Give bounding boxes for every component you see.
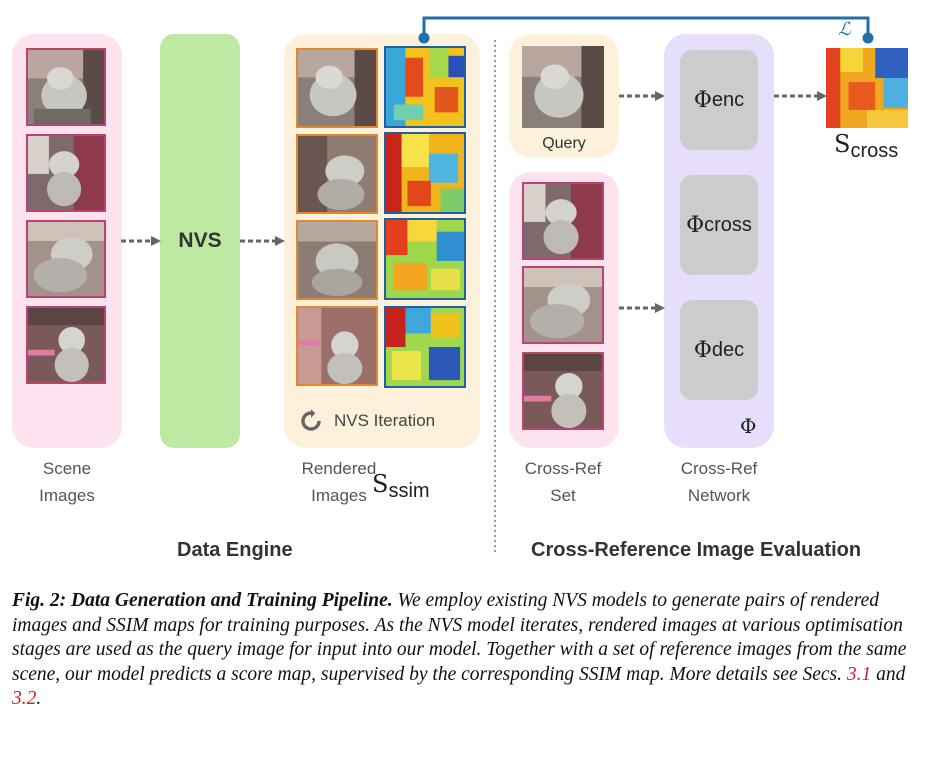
cross-ref-image [522, 352, 604, 430]
refresh-icon [301, 409, 321, 431]
query-label: Query [542, 135, 586, 152]
ssim-map [384, 306, 466, 388]
phi-network-symbol: Φ [740, 414, 757, 438]
ref-link-3-1[interactable]: 3.1 [846, 663, 872, 685]
caption-title: Fig. 2: Data Generation and Training Pip… [12, 590, 393, 611]
rendered-image [296, 220, 378, 300]
rendered-image [296, 48, 378, 128]
ssim-map [384, 46, 466, 128]
nvs-iteration: NVS Iteration [298, 408, 435, 434]
cross-ref-image [522, 182, 604, 260]
loss-connection [422, 16, 870, 36]
nvs-label: NVS [178, 229, 222, 252]
section-data-engine: Data Engine [177, 539, 293, 561]
query-image [522, 46, 604, 128]
scene-image [26, 220, 106, 298]
scene-image [26, 134, 106, 212]
ssim-map [384, 132, 466, 214]
cross-ref-image [522, 266, 604, 344]
scene-images-label: Scene Images [39, 459, 95, 505]
section-cross-reference-evaluation: Cross-Reference Image Evaluation [531, 539, 862, 561]
rendered-images-label: Rendered Images [301, 459, 377, 505]
s-cross-label: Scross [834, 130, 899, 162]
ssim-map [384, 218, 466, 300]
s-ssim-label: Sssim [372, 470, 430, 502]
figure-caption: Fig. 2: Data Generation and Training Pip… [12, 590, 907, 710]
rendered-image [296, 306, 378, 386]
cross-ref-network-label: Cross-Ref Network [680, 459, 758, 505]
cross-ref-set-label: Cross-Ref Set [524, 459, 602, 505]
rendered-image [296, 134, 378, 214]
scene-image [26, 306, 106, 384]
nvs-iteration-label: NVS Iteration [334, 411, 436, 430]
scene-image [26, 48, 106, 126]
nvs-block: NVS [160, 34, 240, 448]
ref-link-3-2[interactable]: 3.2 [12, 688, 37, 710]
loss-symbol: ℒ [838, 19, 851, 40]
caption-text: We employ existing NVS models to generat… [12, 590, 907, 685]
score-map [826, 48, 908, 128]
